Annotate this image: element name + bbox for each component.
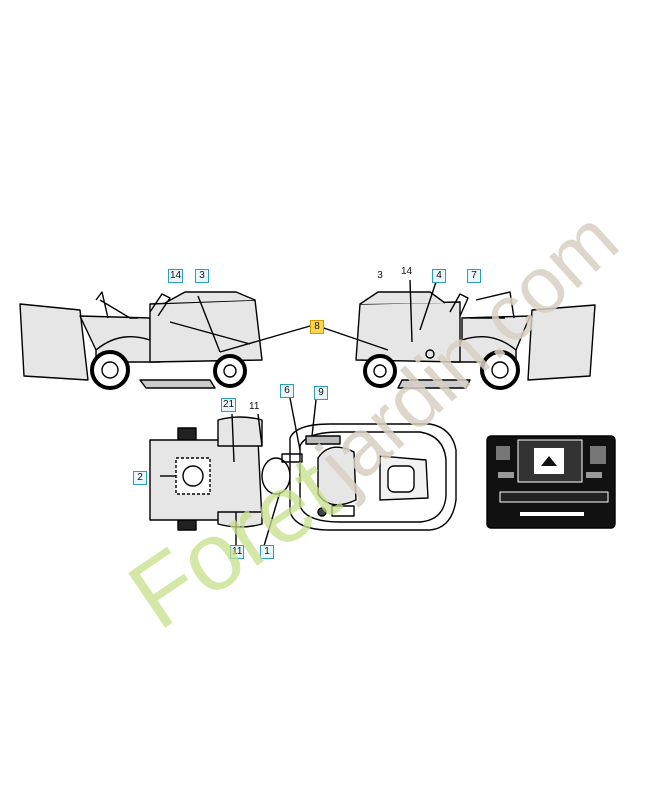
callout-6: 6 — [280, 384, 294, 398]
callout-9: 9 — [314, 386, 328, 400]
callout-3-left: 3 — [195, 269, 209, 283]
callout-14-right: 14 — [401, 266, 413, 277]
callout-2: 2 — [133, 471, 147, 485]
callout-4: 4 — [432, 269, 446, 283]
callout-11-bottom: 11 — [230, 545, 245, 559]
top-view — [149, 397, 457, 548]
callout-1: 1 — [260, 545, 274, 559]
callout-7: 7 — [467, 269, 481, 283]
right-side-view — [317, 279, 596, 390]
callout-21: 21 — [221, 398, 237, 412]
callout-8: 8 — [310, 320, 324, 334]
left-side-view — [19, 291, 311, 390]
callout-14-left: 14 — [168, 269, 184, 283]
control-panel-inset — [486, 435, 616, 529]
callout-11-top: 11 — [249, 401, 260, 412]
callout-3-right: 3 — [377, 270, 383, 281]
